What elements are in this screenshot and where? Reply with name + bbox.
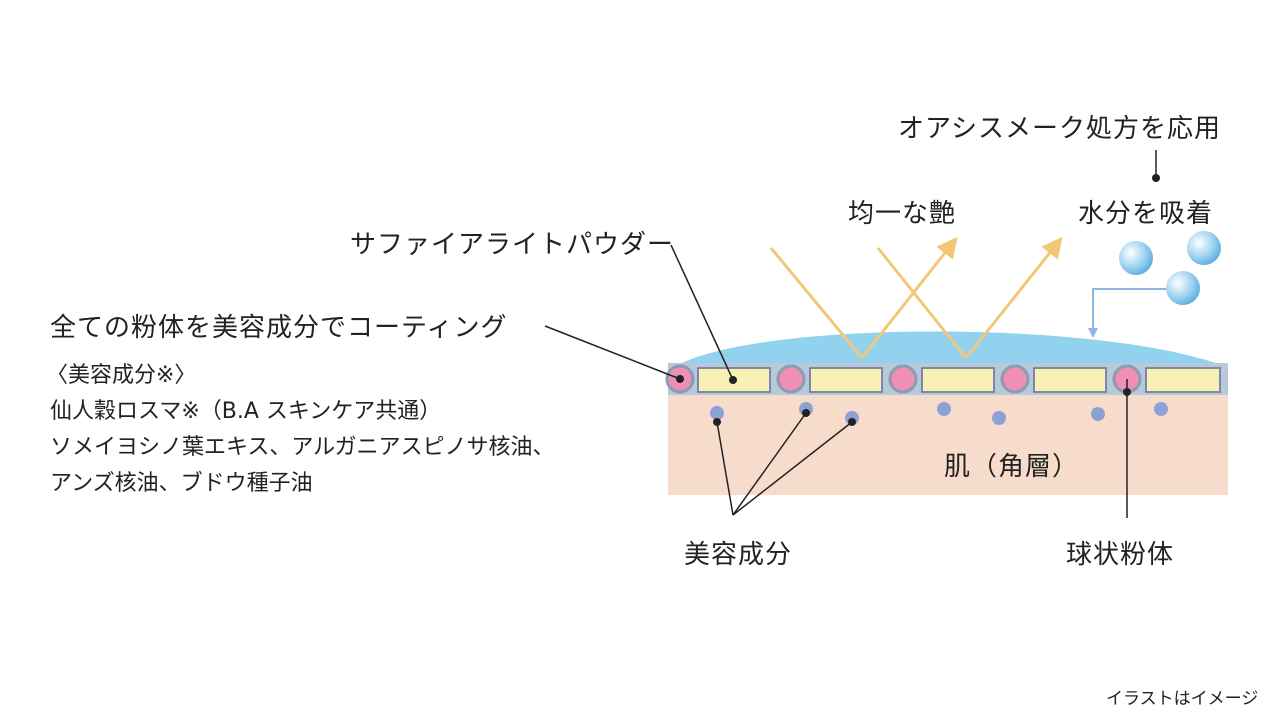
water-film [676,331,1224,366]
label-coating: 全ての粉体を美容成分でコーティング [50,313,508,343]
water-droplet-icon [1166,271,1200,305]
label-oasis-make: オアシスメーク処方を応用 [898,114,1221,144]
label-sapphire-light-powder: サファイアライトパウダー [350,230,675,260]
ingredients-line-3: アンズ核油、ブドウ種子油 [50,471,313,496]
coating-leader-line [544,325,681,380]
leader-dots [676,174,1160,426]
beauty-leader-line [732,421,853,516]
leader-dot [848,418,856,426]
label-absorb-moisture: 水分を吸着 [1078,199,1214,229]
leader-lines [544,150,1157,518]
illustration-note: イラストはイメージ [1106,689,1259,709]
sphere-particle [1000,364,1030,394]
water-droplet-icon [1119,241,1153,275]
moisture-absorb-arrow [1088,288,1166,338]
label-beauty-ingredients: 美容成分 [684,540,793,570]
light-reflection-arrows [769,236,1063,359]
leader-dot [802,409,810,417]
sphere-particle [888,364,918,394]
light-ray-out [964,236,1063,359]
sapphire-plate [1145,367,1221,393]
leader-dot [1123,388,1131,396]
sapphire-plate [921,367,995,393]
ingredients-header: 〈美容成分※〉 [46,363,197,388]
beauty-leader-line [732,412,807,516]
light-ray-in [876,247,968,359]
ingredients-line-2: ソメイヨシノ葉エキス、アルガニアスピノサ核油、 [50,435,555,460]
water-droplets [1119,231,1221,305]
leader-dot [713,418,721,426]
ingredient-dot [992,411,1006,425]
leader-dot [1152,174,1160,182]
label-spherical-powder: 球状粉体 [1066,540,1175,570]
sphere-particle [776,364,806,394]
ingredient-dot [937,402,951,416]
label-skin-stratum-corneum: 肌（角層） [944,452,1080,482]
light-ray-out [860,236,958,359]
sphere-powders [665,364,1142,394]
light-ray-in [769,247,864,359]
label-uniform-gloss: 均一な艶 [848,199,957,229]
leader-dot [729,376,737,384]
sapphire-plate [1033,367,1107,393]
water-droplet-icon [1187,231,1221,265]
ingredient-dot [1091,407,1105,421]
leader-dot [676,375,684,383]
ingredient-dot [710,406,724,420]
beauty-leader-line [716,421,734,516]
sapphire-plate [809,367,883,393]
ingredient-dot [1154,402,1168,416]
sapphire-leader-line [670,244,734,381]
ingredients-line-1: 仙人穀ロスマ※（B.A スキンケア共通） [50,399,442,424]
sapphire-plates [697,367,1221,393]
